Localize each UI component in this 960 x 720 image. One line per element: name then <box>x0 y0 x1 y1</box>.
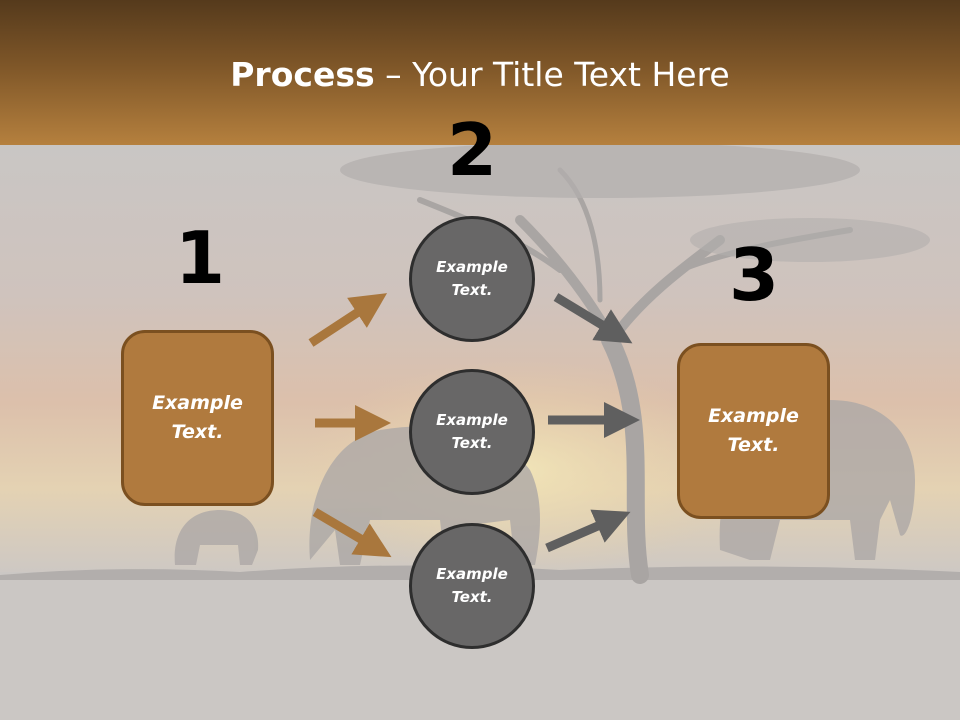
title-rest: – Your Title Text Here <box>374 55 730 94</box>
right-step-box[interactable]: Example Text. <box>677 343 830 519</box>
slide-title: Process – Your Title Text Here <box>0 55 960 95</box>
circle-bottom[interactable]: Example Text. <box>409 523 535 649</box>
tree-canopy-right <box>690 218 930 262</box>
step-number-3: 3 <box>728 233 780 317</box>
circle-top[interactable]: Example Text. <box>409 216 535 342</box>
circle-middle[interactable]: Example Text. <box>409 369 535 495</box>
step-number-1: 1 <box>174 216 226 300</box>
title-banner <box>0 0 960 145</box>
title-bold: Process <box>230 55 375 94</box>
step-number-2: 2 <box>446 108 498 192</box>
tree-canopy <box>340 142 860 198</box>
left-step-box[interactable]: Example Text. <box>121 330 274 506</box>
